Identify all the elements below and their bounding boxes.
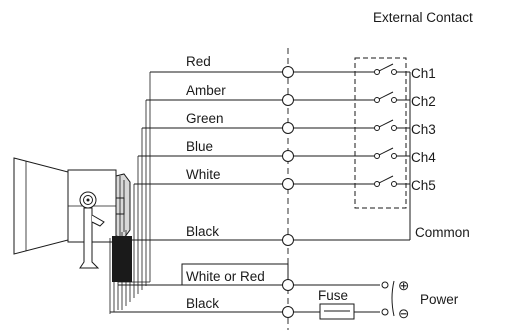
wire-ch2: Amber Ch2 bbox=[146, 83, 436, 109]
horn-speaker-icon bbox=[13, 157, 131, 269]
wire-label: Red bbox=[186, 54, 211, 69]
power-wire-label: White or Red bbox=[186, 269, 265, 284]
power-label: Power bbox=[420, 292, 459, 307]
wire-ch1: Red Ch1 bbox=[150, 54, 436, 81]
fuse-label: Fuse bbox=[318, 288, 348, 303]
wire-ch4: Blue Ch4 bbox=[138, 139, 436, 165]
channel-label: Ch5 bbox=[411, 178, 436, 193]
common-label: Common bbox=[415, 225, 470, 240]
external-contact-title: External Contact bbox=[373, 10, 473, 25]
wire-label: Blue bbox=[186, 139, 213, 154]
wire-common: Black Common bbox=[130, 224, 470, 246]
minus-icon: ⊖ bbox=[398, 306, 409, 321]
power-wire-label: Black bbox=[186, 296, 219, 311]
wire-power-positive: White or Red ⊕ bbox=[118, 263, 409, 293]
wire-label: Green bbox=[186, 111, 224, 126]
channel-label: Ch1 bbox=[411, 66, 436, 81]
channel-label: Ch4 bbox=[411, 150, 436, 165]
plus-icon: ⊕ bbox=[398, 278, 409, 293]
wire-label: Amber bbox=[186, 83, 226, 98]
channel-label: Ch3 bbox=[411, 122, 436, 137]
wire-ch5: White Ch5 bbox=[134, 167, 436, 193]
wire-ch3: Green Ch3 bbox=[142, 111, 436, 137]
external-contact-box bbox=[354, 57, 407, 209]
cable-bundle bbox=[109, 72, 151, 314]
power-bracket bbox=[391, 280, 395, 317]
common-wire-label: Black bbox=[186, 224, 219, 239]
wire-label: White bbox=[186, 167, 221, 182]
channel-label: Ch2 bbox=[411, 94, 436, 109]
wire-power-negative: Black Fuse ⊖ bbox=[110, 288, 409, 321]
